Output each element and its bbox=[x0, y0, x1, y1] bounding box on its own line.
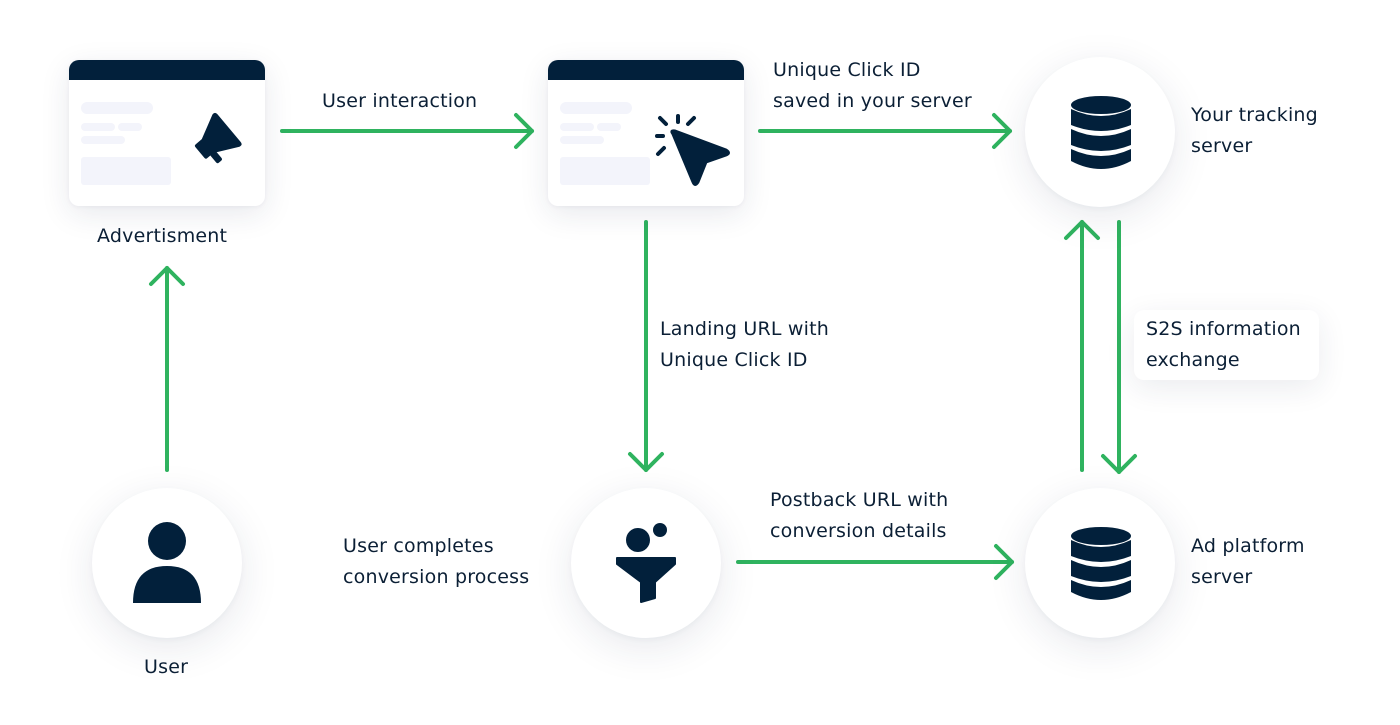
conversion-node bbox=[571, 488, 721, 638]
funnel-icon bbox=[616, 523, 676, 603]
ad-platform-server-label: Ad platform server bbox=[1191, 535, 1305, 588]
user-label: User bbox=[144, 656, 189, 678]
window-titlebar bbox=[69, 60, 265, 80]
tracking-server-label: Your tracking server bbox=[1191, 104, 1318, 157]
arrow-landing-to-tracking-server bbox=[758, 113, 1012, 149]
placeholder-block bbox=[81, 157, 171, 185]
arrow-advertisement-to-landing bbox=[280, 113, 534, 149]
placeholder-line bbox=[118, 123, 142, 131]
placeholder-line bbox=[81, 136, 125, 144]
edge-label-s2s-exchange: S2S information exchange bbox=[1134, 310, 1319, 380]
placeholder-line bbox=[560, 136, 604, 144]
edge-label-unique-click-id-saved: Unique Click ID saved in your server bbox=[773, 59, 972, 112]
landing-page-card bbox=[548, 60, 744, 206]
arrow-conversion-to-ad-platform bbox=[736, 544, 1014, 580]
arrow-user-to-advertisement bbox=[149, 266, 185, 472]
megaphone-icon bbox=[194, 112, 242, 164]
ad-platform-server-node bbox=[1025, 488, 1175, 638]
placeholder-line bbox=[81, 123, 115, 131]
conversion-label: User completes conversion process bbox=[343, 535, 530, 588]
placeholder-line bbox=[560, 123, 594, 131]
arrow-landing-to-conversion bbox=[628, 220, 664, 472]
database-icon bbox=[1071, 96, 1131, 169]
placeholder-line bbox=[81, 102, 153, 114]
placeholder-line bbox=[560, 102, 632, 114]
placeholder-block bbox=[560, 157, 650, 185]
placeholder-line bbox=[597, 123, 621, 131]
arrow-ad-platform-to-tracking bbox=[1064, 220, 1100, 472]
advertisement-label: Advertisment bbox=[97, 225, 228, 247]
tracking-server-node bbox=[1025, 57, 1175, 207]
database-icon bbox=[1071, 527, 1131, 600]
advertisement-card bbox=[69, 60, 265, 206]
edge-label-user-interaction: User interaction bbox=[322, 90, 478, 112]
edge-label-postback-url: Postback URL with conversion details bbox=[770, 489, 949, 542]
user-icon bbox=[133, 522, 201, 603]
edge-label-landing-url: Landing URL with Unique Click ID bbox=[660, 318, 829, 371]
arrow-tracking-to-ad-platform bbox=[1101, 220, 1137, 474]
cursor-click-icon bbox=[655, 114, 730, 186]
window-titlebar bbox=[548, 60, 744, 80]
user-node bbox=[92, 488, 242, 638]
